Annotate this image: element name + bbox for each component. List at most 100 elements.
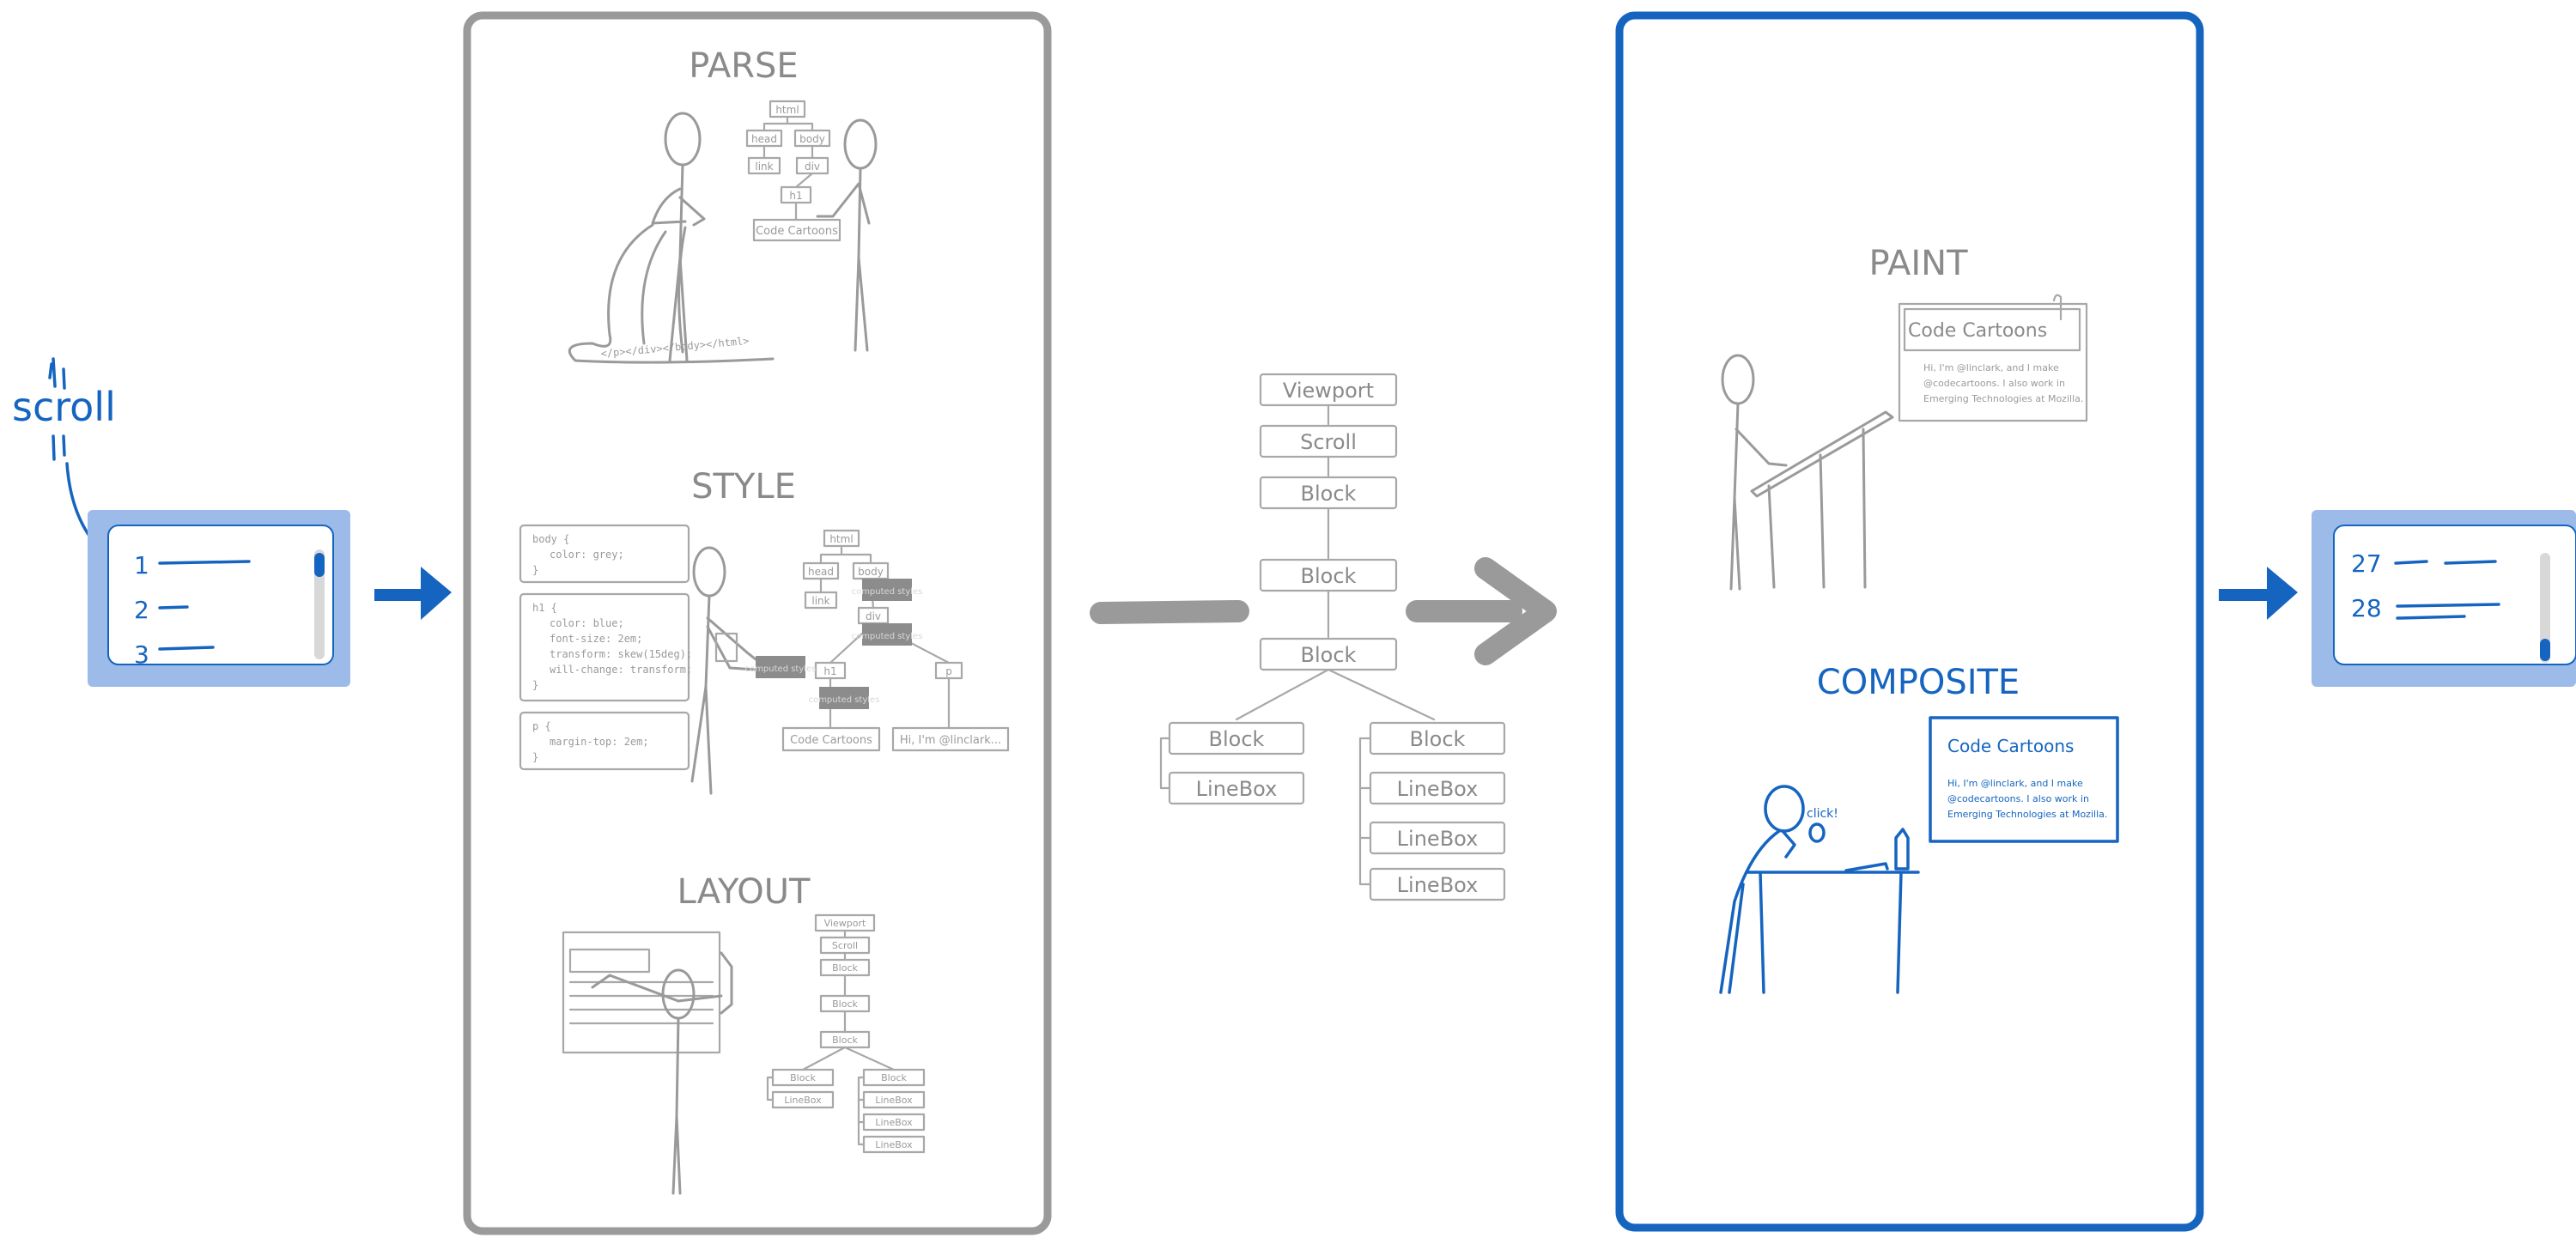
svg-text:@codecartoons. I also work in: @codecartoons. I also work in bbox=[1923, 378, 2065, 389]
viewport-page-after bbox=[2333, 525, 2576, 665]
parser-figure bbox=[568, 112, 775, 364]
tree-node-block-right-label: Block bbox=[1410, 727, 1466, 751]
svg-text:}: } bbox=[532, 679, 538, 691]
tree-node-block-3-label: Block bbox=[1301, 643, 1357, 667]
svg-text:Code Cartoons: Code Cartoons bbox=[756, 225, 838, 238]
svg-text:body: body bbox=[799, 133, 825, 145]
layer-tree: Viewport Scroll Block Block Block Block … bbox=[1159, 373, 1506, 901]
tree-node-block-1-label: Block bbox=[1301, 482, 1357, 506]
svg-text:Block: Block bbox=[832, 1035, 858, 1046]
scrollbar-track-after bbox=[2540, 553, 2550, 663]
painted-page bbox=[1898, 302, 2088, 422]
css-block-h1: h1 { color: blue; font-size: 2em; transf… bbox=[519, 592, 692, 702]
css-block-body: body { color: grey; } bbox=[519, 524, 690, 584]
tree-node-linebox-left bbox=[1168, 771, 1305, 805]
click-sfx: click! bbox=[1807, 807, 1838, 821]
svg-text:html: html bbox=[829, 533, 853, 545]
paint-title: PAINT bbox=[1868, 244, 1968, 283]
painted-page-header bbox=[1903, 307, 2081, 352]
tree-node-linebox-right-3 bbox=[1369, 867, 1506, 901]
builder-figure bbox=[816, 118, 878, 352]
svg-text:Emerging Technologies at Mozil: Emerging Technologies at Mozilla. bbox=[1923, 393, 2083, 404]
svg-text:head: head bbox=[808, 566, 834, 578]
tree-node-linebox-right-3-label: LineBox bbox=[1397, 873, 1479, 897]
svg-text:html: html bbox=[775, 104, 799, 116]
composited-page bbox=[1929, 716, 2119, 843]
painter-figure bbox=[1721, 354, 1894, 591]
compositor-panel bbox=[1615, 11, 2204, 1232]
parse-title: PARSE bbox=[689, 46, 798, 86]
svg-text:computed styles: computed styles bbox=[809, 695, 880, 705]
tree-node-block-2-label: Block bbox=[1301, 564, 1357, 588]
line-number-1: 1 bbox=[134, 551, 149, 579]
tree-node-linebox-right-1-label: LineBox bbox=[1397, 777, 1479, 801]
text-line-marks bbox=[158, 560, 251, 651]
tree-node-block-left bbox=[1168, 721, 1305, 755]
tree-node-linebox-left-label: LineBox bbox=[1196, 777, 1278, 801]
svg-text:computed styles: computed styles bbox=[852, 632, 923, 641]
svg-text:computed styles: computed styles bbox=[745, 664, 817, 674]
paint-section: PAINT Code Cartoons Hi, I'm @linclark, a… bbox=[1721, 244, 2088, 591]
tree-node-scroll bbox=[1259, 424, 1398, 458]
svg-text:LineBox: LineBox bbox=[875, 1095, 913, 1106]
viewport-before-scroll: 1 2 3 bbox=[88, 510, 350, 687]
computed-style-tag-hand bbox=[756, 656, 805, 678]
svg-text:Block: Block bbox=[881, 1072, 907, 1083]
tree-node-block-2 bbox=[1259, 558, 1398, 592]
arrow-to-output bbox=[2219, 567, 2298, 620]
svg-text:computed styles: computed styles bbox=[852, 587, 923, 597]
svg-text:}: } bbox=[532, 564, 538, 576]
svg-text:h1: h1 bbox=[823, 665, 836, 677]
svg-text:link: link bbox=[755, 161, 773, 173]
tree-node-linebox-right-2 bbox=[1369, 821, 1506, 855]
text-line-marks-after bbox=[2394, 560, 2500, 620]
svg-text:Hi, I'm @linclark...: Hi, I'm @linclark... bbox=[900, 734, 1001, 747]
svg-text:link: link bbox=[811, 595, 829, 607]
svg-text:p {: p { bbox=[532, 720, 551, 732]
svg-text:div: div bbox=[805, 161, 820, 173]
svg-text:h1: h1 bbox=[789, 190, 802, 202]
composited-page-title: Code Cartoons bbox=[1947, 736, 2074, 756]
svg-text:Viewport: Viewport bbox=[824, 918, 866, 929]
scrollbar-track bbox=[314, 549, 325, 659]
tree-node-linebox-right-2-label: LineBox bbox=[1397, 827, 1479, 851]
svg-text:Code Cartoons: Code Cartoons bbox=[790, 734, 872, 747]
tree-node-block-1 bbox=[1259, 476, 1398, 510]
scroll-label: scroll bbox=[12, 384, 116, 430]
svg-text:body {: body { bbox=[532, 533, 569, 545]
svg-text:Emerging Technologies at Mozil: Emerging Technologies at Mozilla. bbox=[1947, 809, 2107, 820]
svg-text:LineBox: LineBox bbox=[784, 1095, 822, 1106]
svg-text:Block: Block bbox=[832, 998, 858, 1010]
html-ribbon: </p></div></body></html> bbox=[600, 335, 750, 360]
composite-title: COMPOSITE bbox=[1817, 663, 2020, 702]
glue-and-scissors bbox=[1844, 828, 1910, 872]
svg-text:color: grey;: color: grey; bbox=[550, 549, 624, 561]
svg-text:will-change: transform;: will-change: transform; bbox=[550, 664, 692, 676]
style-title: STYLE bbox=[691, 467, 796, 507]
svg-text:transform: skew(15deg);: transform: skew(15deg); bbox=[550, 648, 692, 660]
tree-node-viewport bbox=[1259, 373, 1398, 407]
computed-style-tag-body bbox=[862, 579, 912, 601]
svg-text:head: head bbox=[751, 133, 777, 145]
tree-node-viewport-label: Viewport bbox=[1283, 379, 1374, 403]
tree-node-block-3 bbox=[1259, 637, 1398, 671]
svg-text:font-size: 2em;: font-size: 2em; bbox=[550, 633, 642, 645]
style-dom-tree: html head body link div h1 p Code Cartoo… bbox=[745, 529, 1010, 752]
arrow-to-main-thread bbox=[374, 567, 452, 620]
svg-text:LineBox: LineBox bbox=[875, 1117, 913, 1128]
line-number-3: 3 bbox=[134, 640, 149, 669]
svg-text:@codecartoons. I also work in: @codecartoons. I also work in bbox=[1947, 793, 2089, 804]
svg-text:div: div bbox=[866, 610, 881, 622]
styler-figure bbox=[690, 546, 757, 795]
computed-style-tag-div bbox=[862, 623, 912, 646]
svg-text:p: p bbox=[945, 665, 952, 677]
parse-dom-tree: html head body link div h1 Code Cartoons bbox=[745, 100, 841, 242]
gray-arrow-right bbox=[1406, 557, 1557, 665]
svg-text:Block: Block bbox=[832, 962, 858, 974]
tree-node-block-left-label: Block bbox=[1209, 727, 1265, 751]
scroll-motion-lines bbox=[48, 357, 66, 461]
painted-page-title: Code Cartoons bbox=[1908, 320, 2047, 342]
line-number-27: 27 bbox=[2351, 549, 2382, 578]
gray-connector-left bbox=[1090, 600, 1249, 624]
